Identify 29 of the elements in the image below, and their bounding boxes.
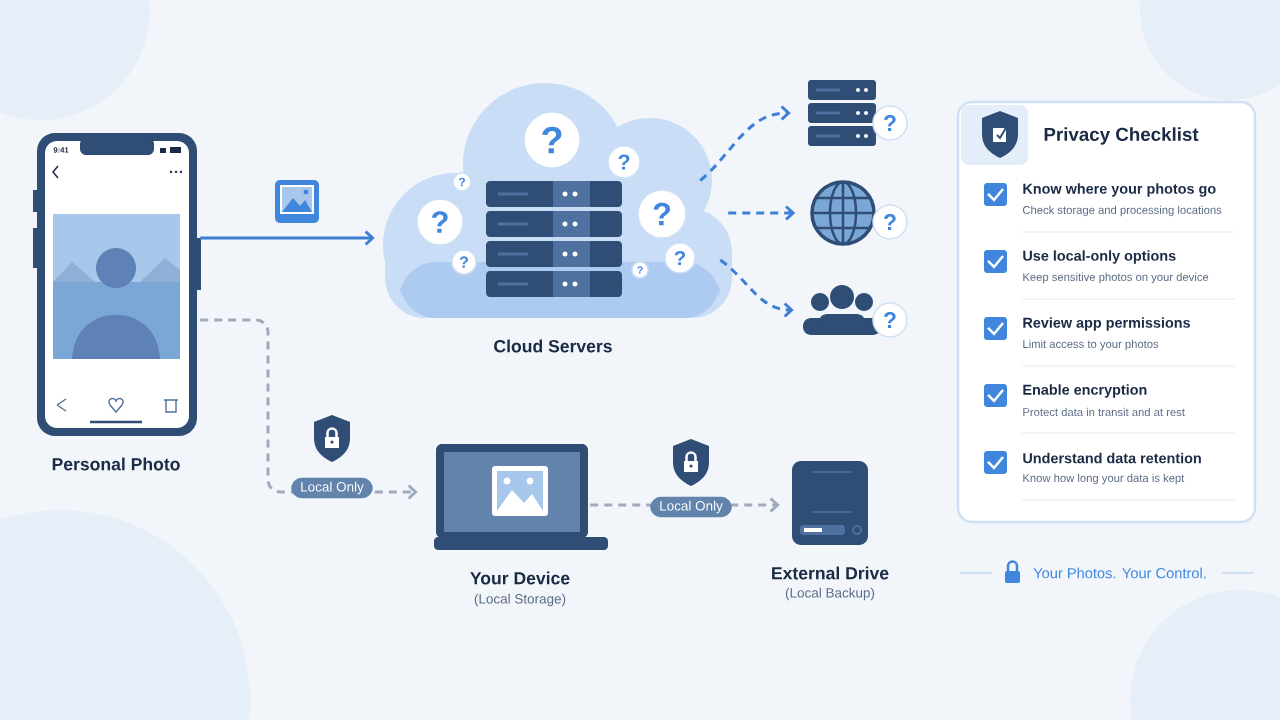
node-label: External Drive [772,566,889,580]
item-description: Limit access to your photos [1023,339,1159,351]
question-bubble: ? [872,204,908,240]
arrow [719,258,794,318]
arrow [699,105,791,182]
node-label: (Local Storage) [474,593,566,607]
item-description: Keep sensitive photos on your device [1023,272,1209,284]
node-label: (Local Backup) [785,587,875,601]
globe-icon [810,180,876,246]
question-bubble: ? [523,111,581,169]
item-heading: Understand data retention [1023,452,1201,464]
item-description: Know how long your data is kept [1023,473,1185,485]
item-description: Protect data in transit and at rest [1023,407,1185,417]
item-heading: Enable encryption [1023,384,1147,398]
node-label: Cloud Servers [494,339,612,353]
arrow [728,205,796,221]
server-icon [808,80,876,146]
question-bubble: ? [872,302,908,338]
panel-title: Privacy Checklist [1044,127,1199,145]
node-label: Your Device [470,571,570,585]
item-heading: Know where your photos go [1023,183,1216,197]
item-description: Check storage and processing locations [1023,205,1222,217]
item-heading: Use local-only options [1023,250,1176,264]
item-heading: Review app permissions [1023,317,1190,331]
question-bubble: ? [607,145,641,179]
node-label: Personal Photo [52,457,180,471]
arrow [200,230,375,246]
tagline: Your Photos. Your Control. [1033,567,1206,579]
question-bubble: ? [872,105,908,141]
